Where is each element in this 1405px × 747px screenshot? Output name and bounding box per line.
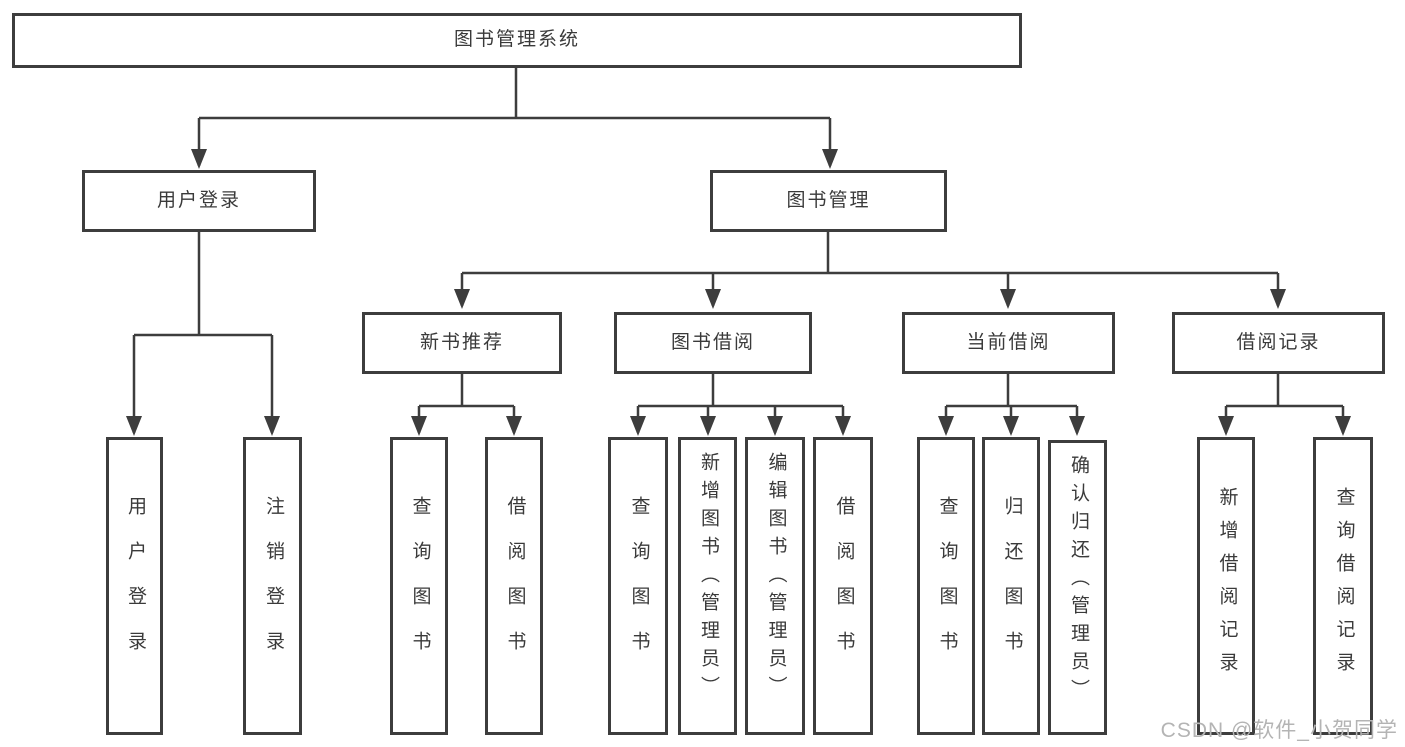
connector-bookmgmt-bus xyxy=(462,232,1278,275)
connector-records-bus xyxy=(1226,374,1343,408)
node-user-login: 用户登录 xyxy=(82,170,316,232)
node-new-book-recommend: 新书推荐 xyxy=(362,312,562,374)
leaf-edit-books-admin: 编辑图书（管理员） xyxy=(745,437,805,735)
leaf-return-books: 归还图书 xyxy=(982,437,1040,735)
node-library-management-system: 图书管理系统 xyxy=(12,13,1022,68)
connector-root-bus xyxy=(199,68,830,120)
connector-bookborrow-bus xyxy=(638,374,843,408)
watermark-text: CSDN @软件_小贺同学 xyxy=(1160,719,1398,742)
leaf-query-books-2: 查询图书 xyxy=(608,437,668,735)
leaf-borrow-books-2: 借阅图书 xyxy=(813,437,873,735)
leaf-query-books-1: 查询图书 xyxy=(390,437,448,735)
leaf-add-books-admin: 新增图书（管理员） xyxy=(678,437,737,735)
leaf-borrow-books-1: 借阅图书 xyxy=(485,437,543,735)
connector-userlogin-bus xyxy=(134,232,272,337)
leaf-query-books-3: 查询图书 xyxy=(917,437,975,735)
leaf-add-borrow-record: 新增借阅记录 xyxy=(1197,437,1255,735)
leaf-logout: 注销登录 xyxy=(243,437,302,735)
node-borrowing-records: 借阅记录 xyxy=(1172,312,1385,374)
leaf-confirm-return-admin: 确认归还（管理员） xyxy=(1048,440,1107,735)
leaf-user-login: 用户登录 xyxy=(106,437,163,735)
connector-currentborrow-bus xyxy=(946,374,1077,408)
node-book-management: 图书管理 xyxy=(710,170,947,232)
leaf-query-borrow-record: 查询借阅记录 xyxy=(1313,437,1373,735)
connector-newbook-bus xyxy=(419,374,514,408)
node-book-borrowing: 图书借阅 xyxy=(614,312,812,374)
node-current-borrowing: 当前借阅 xyxy=(902,312,1115,374)
